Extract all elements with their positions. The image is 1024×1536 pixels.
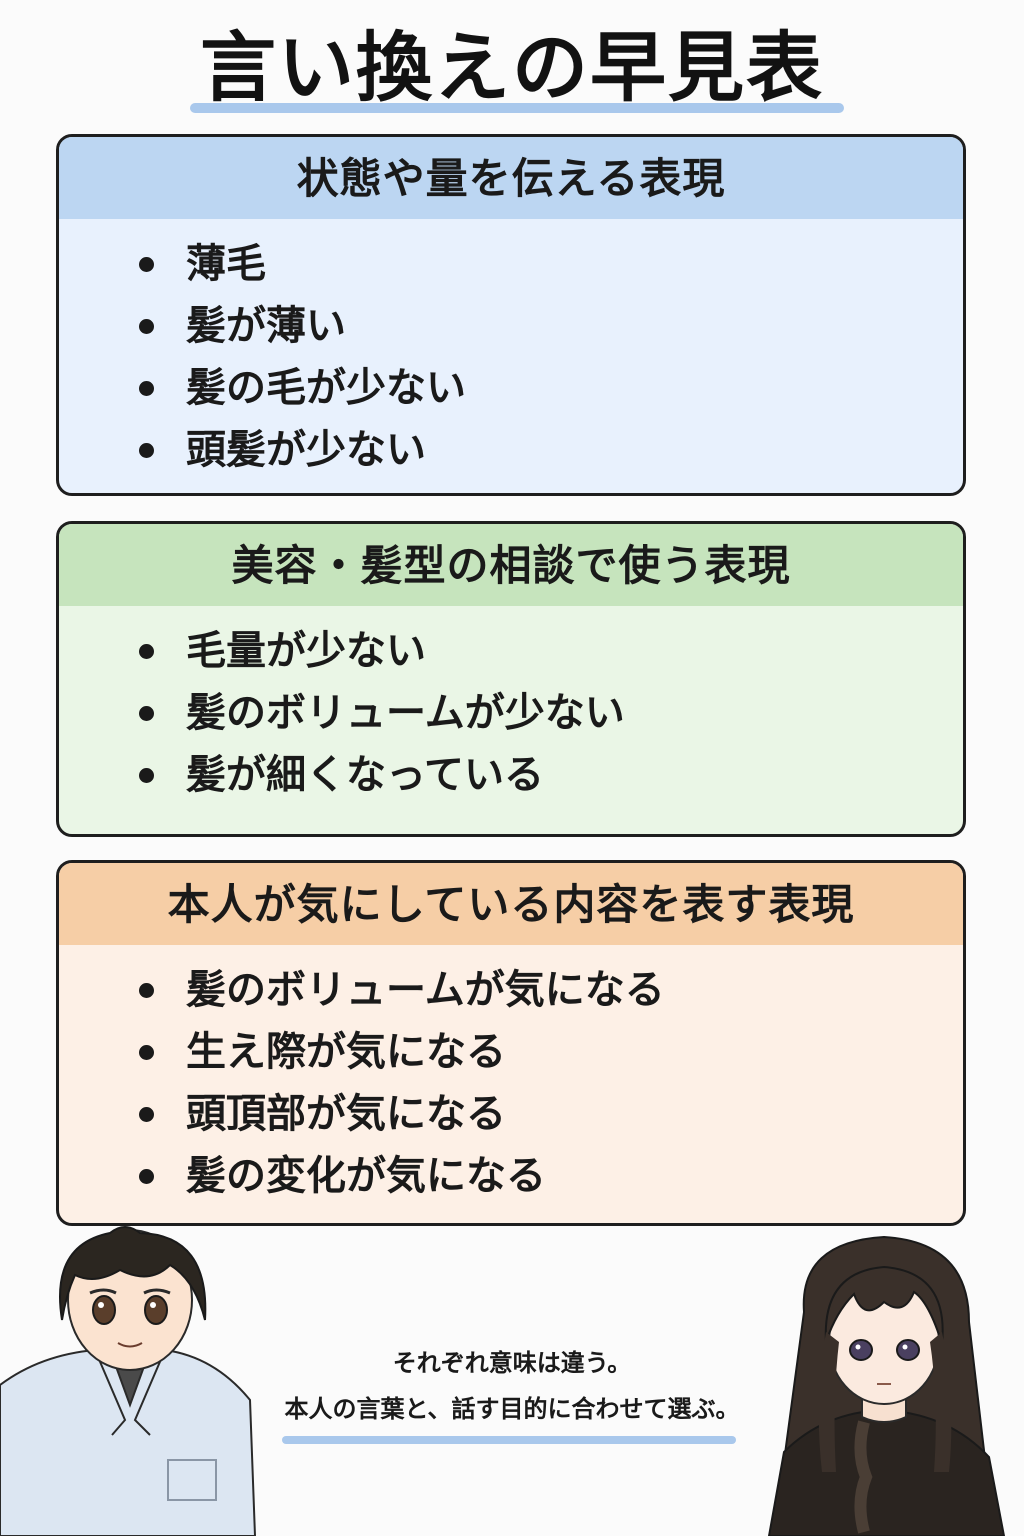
list-item-text: 毛量が少ない [186, 628, 426, 674]
title-underline [190, 103, 844, 113]
expression-list: 薄毛 髪が薄い 髪の毛が少ない 頭髪が少ない [59, 219, 963, 481]
list-item: 髪の毛が少ない [59, 357, 963, 419]
footer-line-2: 本人の言葉と、話す目的に合わせて選ぶ。 [284, 1395, 740, 1423]
expression-list: 毛量が少ない 髪のボリュームが少ない 髪が細くなっている [59, 606, 963, 806]
list-item: 毛量が少ない [59, 620, 963, 682]
footer-line-1: それぞれ意味は違う。 [392, 1349, 632, 1377]
list-item-text: 生え際が気になる [186, 1029, 506, 1075]
section-card-personal-concern: 本人が気にしている内容を表す表現 髪のボリュームが気になる 生え際が気になる 頭… [56, 860, 966, 1226]
section-heading: 状態や量を伝える表現 [59, 137, 963, 219]
section-heading: 美容・髪型の相談で使う表現 [59, 524, 963, 606]
bullet-icon [139, 443, 154, 458]
section-heading: 本人が気にしている内容を表す表現 [59, 863, 963, 945]
bullet-icon [139, 1169, 154, 1184]
bullet-icon [139, 319, 154, 334]
list-item-text: 髪が細くなっている [186, 752, 544, 798]
list-item: 生え際が気になる [59, 1021, 963, 1083]
list-item: 髪のボリュームが少ない [59, 682, 963, 744]
page-title: 言い換えの早見表 [200, 23, 824, 112]
boy-character [0, 1226, 257, 1536]
list-item-text: 髪の毛が少ない [186, 365, 466, 411]
list-item: 薄毛 [59, 233, 963, 295]
bullet-icon [139, 644, 154, 659]
section-card-salon-consultation: 美容・髪型の相談で使う表現 毛量が少ない 髪のボリュームが少ない 髪が細くなって… [56, 521, 966, 837]
bullet-icon [139, 706, 154, 721]
list-item-text: 髪の変化が気になる [186, 1153, 546, 1199]
list-item: 頭髪が少ない [59, 419, 963, 481]
list-item-text: 頭髪が少ない [186, 427, 426, 473]
bullet-icon [139, 1045, 154, 1060]
list-item: 髪が細くなっている [59, 744, 963, 806]
list-item-text: 髪のボリュームが少ない [186, 690, 625, 736]
bullet-icon [139, 257, 154, 272]
girl-character [767, 1235, 1006, 1536]
list-item: 髪のボリュームが気になる [59, 959, 963, 1021]
bullet-icon [139, 768, 154, 783]
list-item-text: 頭頂部が気になる [186, 1091, 506, 1137]
list-item-text: 髪のボリュームが気になる [186, 967, 665, 1013]
bullet-icon [139, 1107, 154, 1122]
bullet-icon [139, 983, 154, 998]
list-item-text: 薄毛 [186, 241, 266, 287]
expression-list: 髪のボリュームが気になる 生え際が気になる 頭頂部が気になる 髪の変化が気になる [59, 945, 963, 1207]
list-item-text: 髪が薄い [186, 303, 346, 349]
list-item: 髪の変化が気になる [59, 1145, 963, 1207]
section-card-state-amount: 状態や量を伝える表現 薄毛 髪が薄い 髪の毛が少ない 頭髪が少ない [56, 134, 966, 496]
list-item: 頭頂部が気になる [59, 1083, 963, 1145]
list-item: 髪が薄い [59, 295, 963, 357]
bullet-icon [139, 381, 154, 396]
footer-underline [282, 1436, 736, 1444]
